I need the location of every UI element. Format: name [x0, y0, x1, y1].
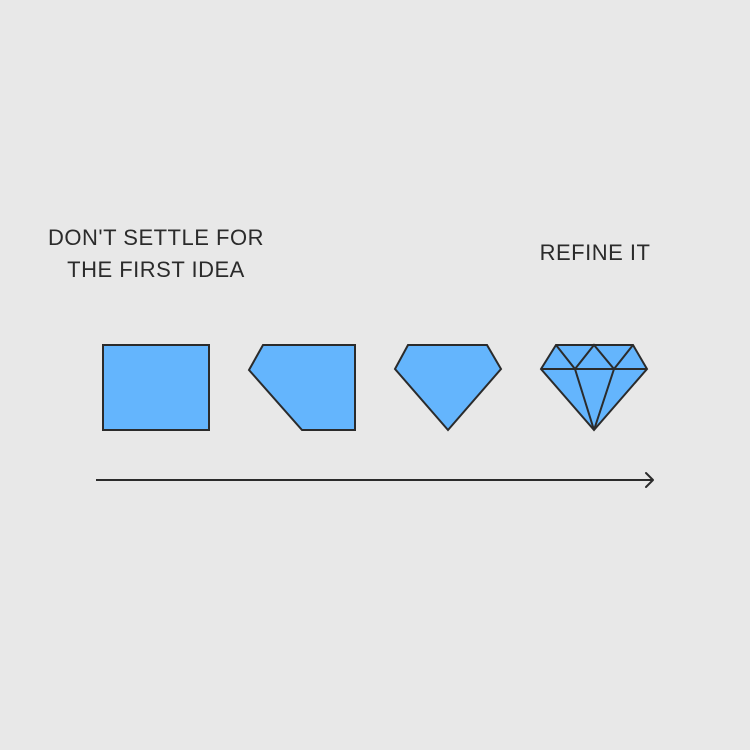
- right-arrow-icon: [96, 472, 654, 488]
- diamond-icon: [539, 343, 649, 432]
- right-caption: REFINE IT: [539, 240, 651, 265]
- cut-corner-shape-icon: [247, 344, 356, 431]
- left-caption-line-1: DON'T SETTLE FOR: [48, 225, 264, 250]
- left-caption: DON'T SETTLE FOR THE FIRST IDEA: [40, 222, 272, 286]
- rectangle-icon: [102, 344, 210, 431]
- left-caption-line-2: THE FIRST IDEA: [67, 257, 245, 282]
- gem-outline-icon: [393, 344, 503, 432]
